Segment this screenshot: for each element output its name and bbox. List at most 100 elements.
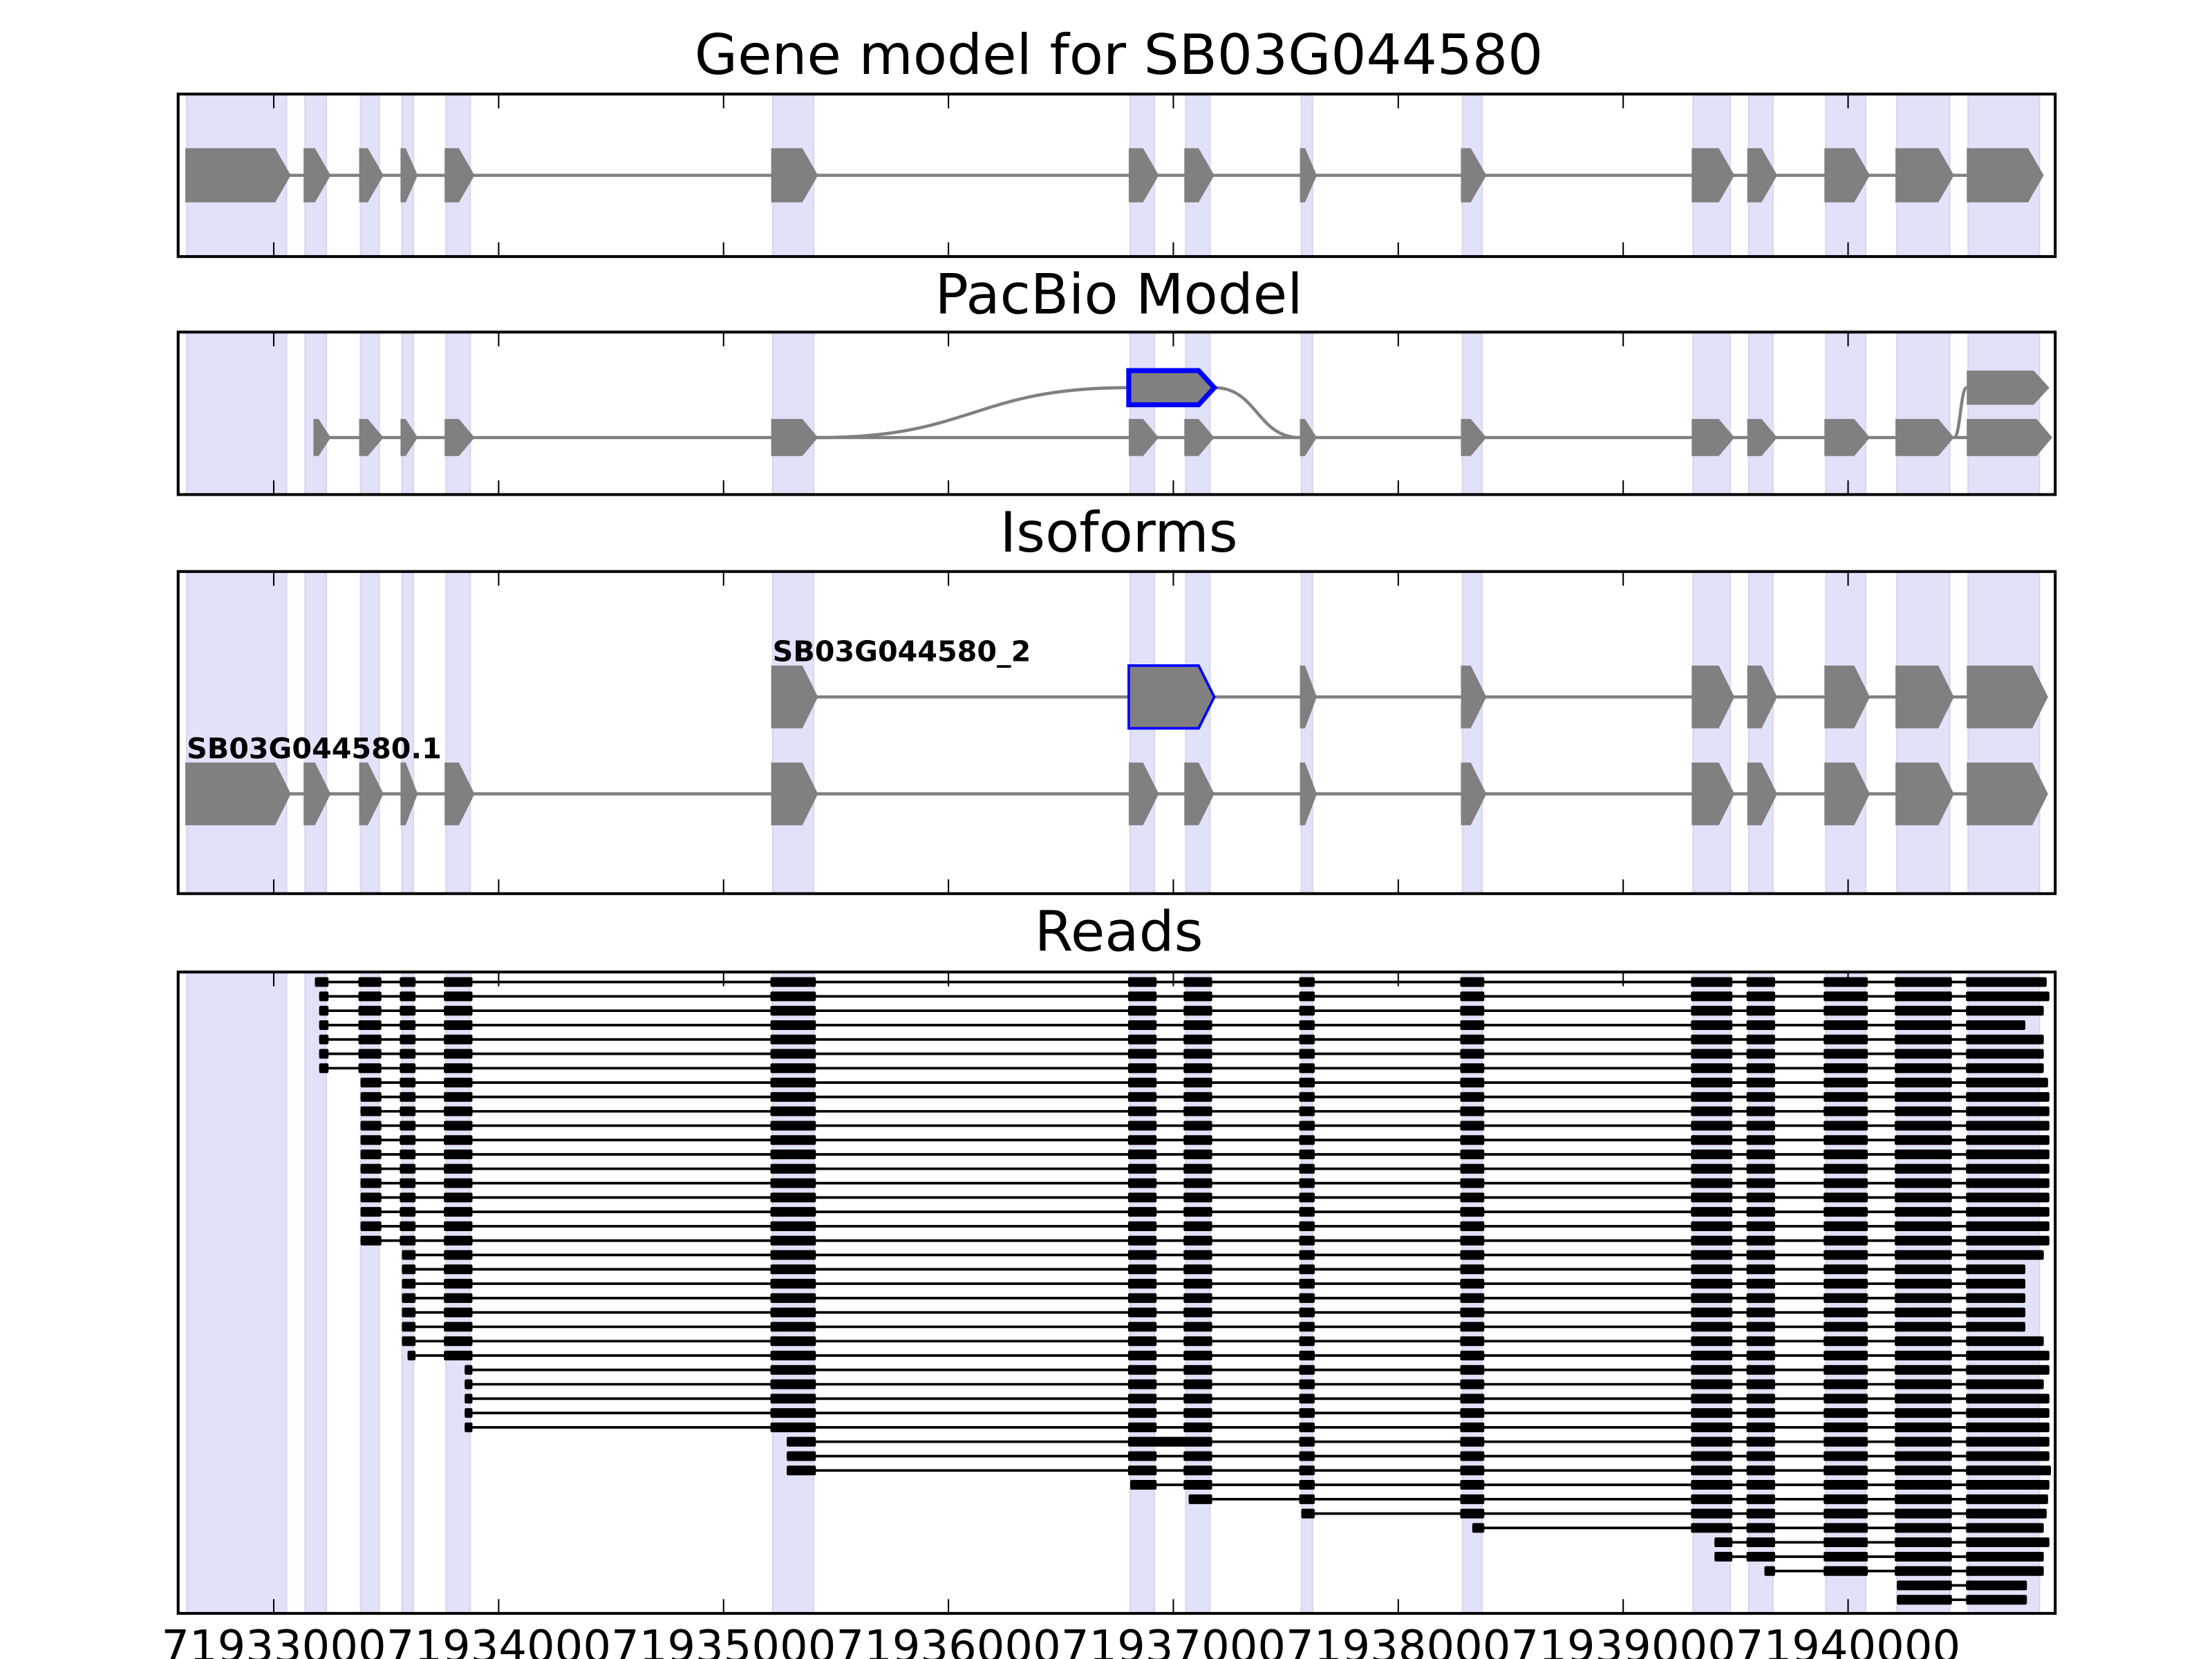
read-block xyxy=(1299,1422,1315,1432)
read-block xyxy=(1299,1264,1315,1275)
read-block xyxy=(770,1150,816,1160)
read-block xyxy=(1460,1150,1485,1160)
read-block xyxy=(1895,1365,1952,1375)
read-block xyxy=(1966,1394,2050,1404)
read-block xyxy=(1127,1091,1157,1102)
read-block xyxy=(1299,1192,1315,1203)
read-block xyxy=(1691,991,1733,1002)
read-block xyxy=(1746,1336,1775,1347)
read-block xyxy=(1895,1221,1952,1231)
exon xyxy=(1895,665,1954,729)
exon xyxy=(444,762,475,825)
read-block xyxy=(1966,1336,2044,1347)
read-block xyxy=(1966,1078,2048,1088)
exon-shading xyxy=(304,971,328,1615)
read-block xyxy=(1966,1293,2025,1303)
read-block xyxy=(1824,1293,1868,1303)
read-block xyxy=(1188,1494,1212,1504)
read-block xyxy=(402,1250,416,1260)
reads-panel xyxy=(176,971,2057,1615)
read-block xyxy=(358,1063,382,1074)
exon xyxy=(185,148,291,203)
read xyxy=(319,991,2050,1002)
read xyxy=(319,1049,2044,1059)
read-block xyxy=(1183,1091,1212,1102)
read xyxy=(319,1006,2044,1016)
read-block xyxy=(1299,1078,1315,1088)
exon xyxy=(1967,419,2052,456)
read-block xyxy=(444,1091,473,1102)
read-block xyxy=(1824,1163,1868,1174)
read-block xyxy=(1746,1020,1775,1030)
read-block xyxy=(1746,1264,1775,1275)
read-block xyxy=(400,1078,416,1088)
read-block xyxy=(1299,1091,1315,1102)
read-block xyxy=(1746,1307,1775,1318)
highlighted-exon xyxy=(1127,664,1216,730)
read-block xyxy=(1966,1480,2050,1490)
read-block xyxy=(770,1279,816,1289)
read xyxy=(360,1163,2050,1174)
read-block xyxy=(1299,977,1315,987)
read xyxy=(319,1020,2025,1030)
read-block xyxy=(1460,1264,1485,1275)
read-block xyxy=(1460,1422,1485,1432)
read-block xyxy=(1460,1322,1485,1332)
read-block xyxy=(770,1106,816,1116)
read-block xyxy=(1127,1451,1157,1461)
read-block xyxy=(1895,1207,1952,1217)
read-block xyxy=(444,1178,473,1188)
read-block xyxy=(1127,1394,1157,1404)
read-block xyxy=(319,1049,329,1059)
read-block xyxy=(1691,1350,1733,1360)
read-block xyxy=(1691,1121,1733,1131)
read-block xyxy=(400,1235,416,1246)
read-block xyxy=(1824,1322,1868,1332)
exon xyxy=(1747,148,1778,203)
read-block xyxy=(1966,1408,2050,1418)
read xyxy=(1764,1566,2044,1576)
exon xyxy=(1824,419,1871,456)
read-block xyxy=(1691,1163,1733,1174)
read-block xyxy=(1127,1049,1157,1059)
read-block xyxy=(1746,1121,1775,1131)
read-block xyxy=(319,1020,329,1030)
read-block xyxy=(465,1422,473,1432)
read-block xyxy=(770,1020,816,1030)
read-block xyxy=(1183,1006,1212,1016)
exon-shading xyxy=(1461,331,1483,496)
read-block xyxy=(400,1063,416,1074)
splice-curve xyxy=(1214,386,1300,440)
read-block xyxy=(1746,1078,1775,1088)
exon xyxy=(1461,148,1487,203)
read-block xyxy=(770,1006,816,1016)
read-block xyxy=(1127,1422,1157,1432)
read-block xyxy=(1299,1049,1315,1059)
read-block xyxy=(1691,1078,1733,1088)
read-block xyxy=(400,1034,416,1044)
read-block xyxy=(360,1091,382,1102)
read-block xyxy=(1299,1106,1315,1116)
read-block xyxy=(770,1422,816,1432)
read-block xyxy=(1127,1235,1157,1246)
read-block xyxy=(770,1034,816,1044)
read xyxy=(360,1207,2050,1217)
title-reads: Reads xyxy=(1035,899,1203,964)
exon xyxy=(359,419,384,456)
read-block xyxy=(400,1207,416,1217)
read-block xyxy=(1691,1192,1733,1203)
read-block xyxy=(1691,1336,1733,1347)
exon xyxy=(359,148,384,203)
read-block xyxy=(1691,1523,1733,1533)
read-block xyxy=(358,1049,382,1059)
read-block xyxy=(770,1250,816,1260)
read-block xyxy=(1895,1063,1952,1074)
exon xyxy=(1461,665,1487,729)
read-block xyxy=(1299,1365,1315,1375)
read-block xyxy=(1183,1394,1212,1404)
read-block xyxy=(1824,1049,1868,1059)
read-block xyxy=(1966,1436,2050,1447)
read-block xyxy=(1966,1307,2025,1318)
read-block xyxy=(358,1020,382,1030)
